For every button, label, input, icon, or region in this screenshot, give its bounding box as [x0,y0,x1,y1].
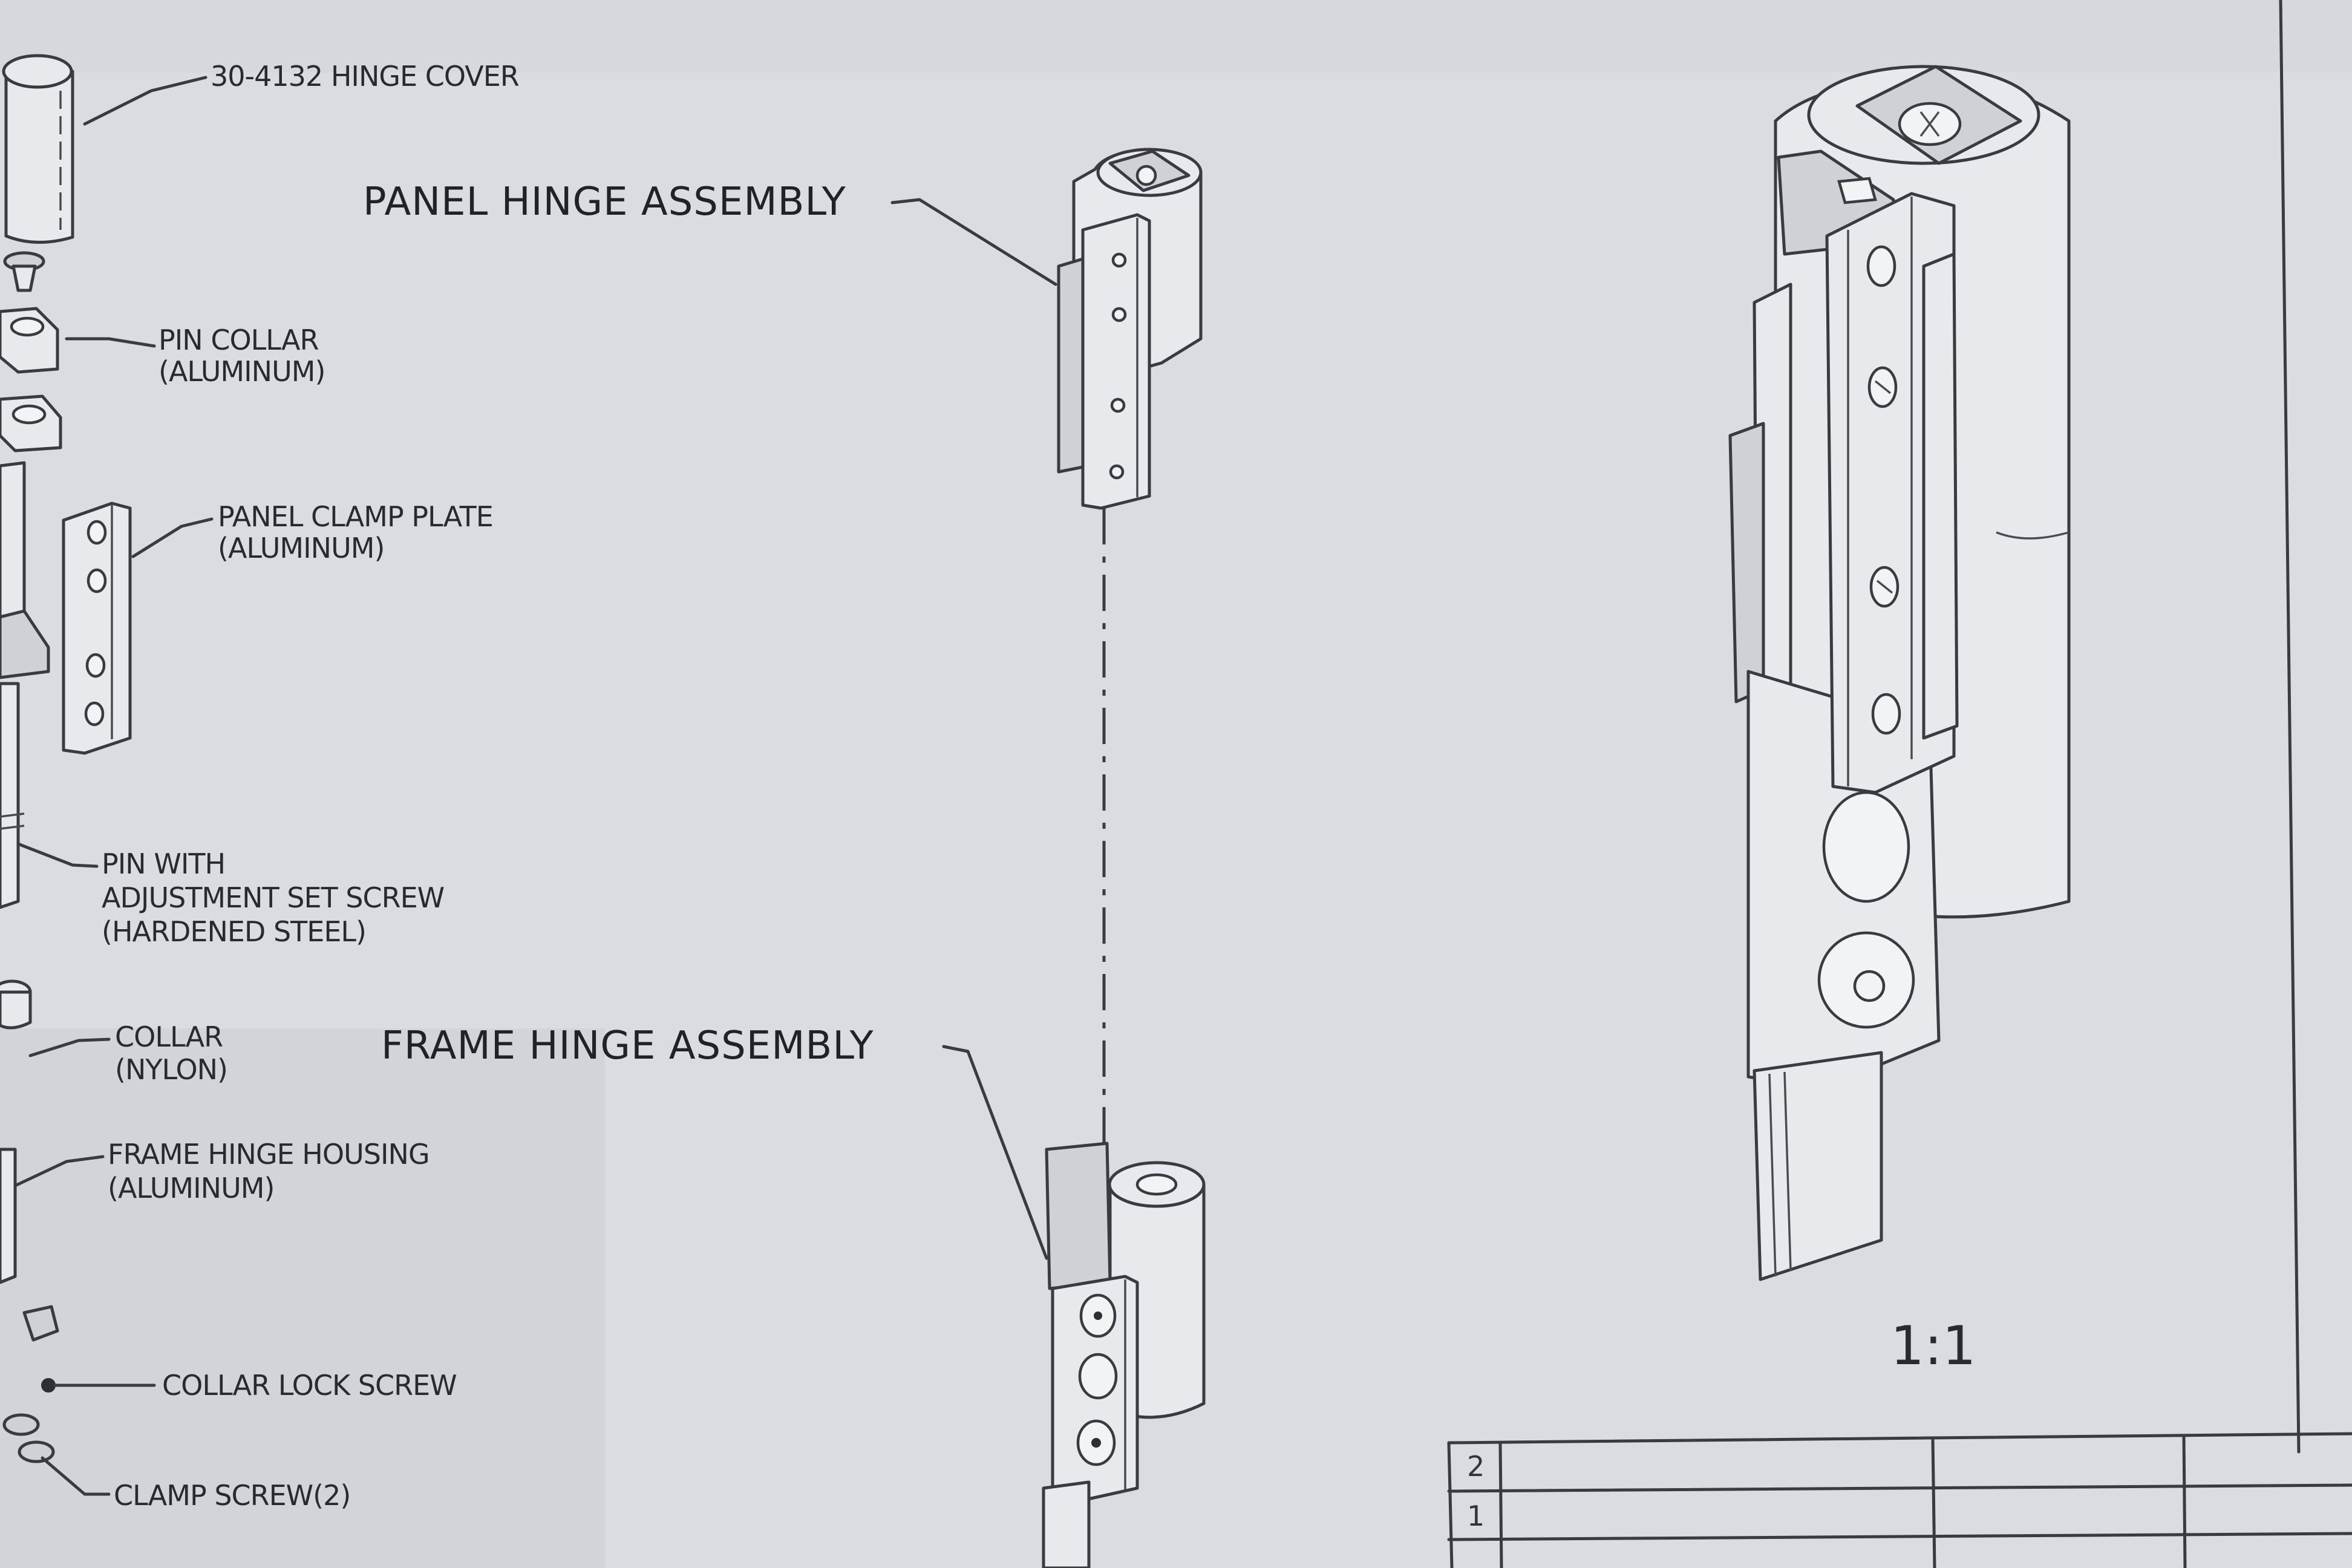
scale-label: 1:1 [1890,1315,1976,1377]
frame-assembly-leader [942,1045,1048,1260]
revision-table: 2 1 [1447,1432,2352,1568]
cover-screw-part [3,251,45,292]
panel-hinge-assembly-drawing [1057,148,1203,510]
clamp-screw-part [2,1413,55,1463]
revision-row-2: 2 [1467,1450,1485,1483]
callout-clamp-screw: CLAMP SCREW(2) [114,1479,350,1512]
pin-part [0,682,25,909]
exploded-view [0,54,132,1463]
callout-pin-collar: PIN COLLAR [158,324,318,356]
panel-hinge-body-part [0,461,50,679]
scaled-detail-drawing [1728,65,2071,1281]
callout-hinge-cover: 30-4132 HINGE COVER [211,60,519,93]
callout-collar: COLLAR [115,1021,223,1053]
leader-lines [13,76,214,1496]
collar-lock-screw-part [22,1305,59,1393]
panel-hinge-assembly-title: PANEL HINGE ASSEMBLY [363,180,846,224]
hinge-cover-part [2,54,74,244]
sheet-border [2279,0,2301,1454]
panel-assembly-leader [890,198,1057,286]
callout-adjustment-set-screw: ADJUSTMENT SET SCREW [102,881,444,914]
collar-nylon-part [0,979,32,1030]
panel-clamp-plate-part [62,501,132,755]
frame-hinge-housing-part [0,1148,17,1284]
callout-pin-material: (HARDENED STEEL) [102,915,366,948]
revision-row-1: 1 [1467,1500,1485,1532]
frame-hinge-assembly-title: FRAME HINGE ASSEMBLY [381,1024,874,1068]
callout-pin-collar-material: (ALUMINUM) [158,355,325,388]
callout-frame-hinge-housing-material: (ALUMINUM) [108,1172,274,1204]
callout-collar-material: (NYLON) [115,1053,227,1086]
callout-frame-hinge-housing: FRAME HINGE HOUSING [108,1138,430,1171]
callout-panel-clamp-plate-material: (ALUMINUM) [218,532,384,564]
lower-collar-part [0,394,62,452]
callout-pin-with: PIN WITH [102,848,225,880]
callout-panel-clamp-plate: PANEL CLAMP PLATE [218,500,493,533]
frame-hinge-assembly-drawing [1042,1142,1206,1568]
pin-collar-part [0,307,59,374]
callout-collar-lock-screw: COLLAR LOCK SCREW [162,1369,457,1402]
part-callouts: 30-4132 HINGE COVER PIN COLLAR (ALUMINUM… [102,60,520,1512]
